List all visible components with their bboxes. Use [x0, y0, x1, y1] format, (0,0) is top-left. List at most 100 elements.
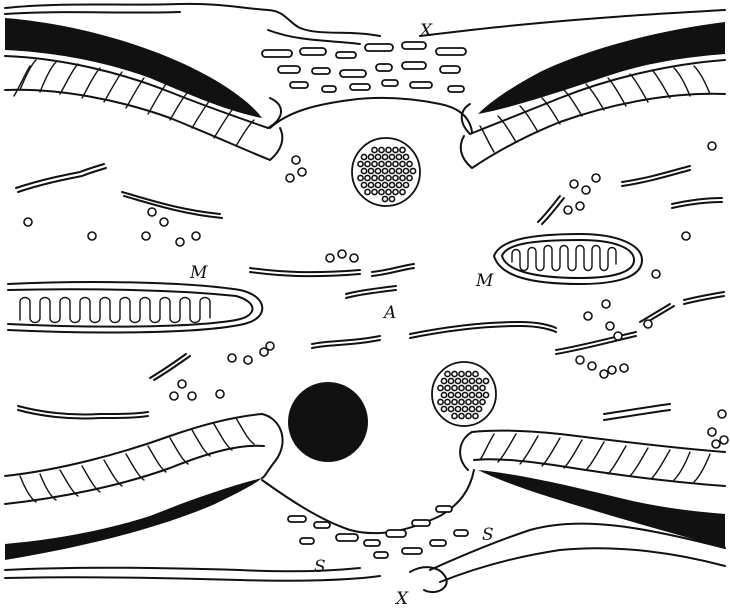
granule-dot	[372, 161, 377, 166]
small-vesicle	[614, 332, 622, 340]
granule-dot	[483, 378, 488, 383]
small-vesicle	[600, 370, 608, 378]
granule-dot	[410, 168, 415, 173]
granule-dot	[396, 168, 401, 173]
granule-dot	[407, 161, 412, 166]
label-s-right: S	[482, 525, 494, 545]
granule-dot	[452, 413, 457, 418]
small-vesicle	[148, 208, 156, 216]
granule-dot	[438, 399, 443, 404]
granule-dot	[445, 385, 450, 390]
mitochondrion-left: M	[8, 263, 262, 332]
granule-dot	[448, 392, 453, 397]
granule-dot	[403, 154, 408, 159]
top-right-fibril-bundle	[461, 22, 725, 168]
granule-dot	[455, 406, 460, 411]
small-vesicle	[582, 186, 590, 194]
granule-dot	[469, 392, 474, 397]
small-vesicle	[570, 180, 578, 188]
small-vesicle	[708, 142, 716, 150]
granule-dot	[365, 189, 370, 194]
granule-dot	[462, 378, 467, 383]
small-vesicle	[606, 322, 614, 330]
granule-dot	[382, 154, 387, 159]
granule-dot	[358, 175, 363, 180]
granule-dot	[386, 175, 391, 180]
small-vesicle	[228, 354, 236, 362]
small-vesicle	[244, 356, 252, 364]
granule-dot	[375, 182, 380, 187]
granule-dot	[466, 399, 471, 404]
small-vesicle	[644, 320, 652, 328]
granule-dot	[473, 399, 478, 404]
granule-dot	[469, 378, 474, 383]
granule-dot	[441, 392, 446, 397]
granule-dot	[480, 385, 485, 390]
label-m-right: M	[475, 271, 494, 291]
small-vesicle	[160, 218, 168, 226]
small-vesicle	[602, 300, 610, 308]
small-vesicle	[720, 436, 728, 444]
small-vesicle	[576, 356, 584, 364]
granule-dot	[393, 189, 398, 194]
granule-dot	[438, 385, 443, 390]
small-vesicle	[350, 254, 358, 262]
granule-dot	[400, 189, 405, 194]
label-x-top: X	[418, 21, 433, 41]
dense-lipid-droplet	[288, 382, 368, 462]
granule-dot	[389, 182, 394, 187]
small-vesicle	[178, 380, 186, 388]
granule-dot	[361, 168, 366, 173]
mitochondrion-right: M	[475, 234, 642, 291]
granule-dot	[386, 161, 391, 166]
granule-dot	[441, 406, 446, 411]
granule-dot	[441, 378, 446, 383]
granule-dot	[372, 147, 377, 152]
small-vesicle	[216, 390, 224, 398]
bottom-right-fibril-bundle	[460, 431, 725, 548]
granule-dot	[455, 392, 460, 397]
granule-dot	[400, 161, 405, 166]
small-vesicle	[652, 270, 660, 278]
small-vesicle	[292, 156, 300, 164]
granule-dot	[400, 175, 405, 180]
granule-dot	[466, 385, 471, 390]
granule-dot	[368, 154, 373, 159]
dotted-granule-bottom	[432, 362, 496, 426]
granule-dot	[372, 189, 377, 194]
granule-dot	[379, 161, 384, 166]
granule-dot	[445, 371, 450, 376]
granule-dot	[372, 175, 377, 180]
granule-dot	[483, 392, 488, 397]
granule-dot	[386, 147, 391, 152]
granule-dot	[480, 399, 485, 404]
granule-dot	[365, 175, 370, 180]
top-junction-region: X	[262, 21, 472, 132]
granule-dot	[473, 371, 478, 376]
granule-dot	[466, 413, 471, 418]
small-vesicle	[188, 392, 196, 400]
granule-dot	[379, 175, 384, 180]
granule-dot	[403, 168, 408, 173]
granule-dot	[448, 406, 453, 411]
granule-dot	[358, 161, 363, 166]
small-vesicle	[588, 362, 596, 370]
granule-dot	[473, 385, 478, 390]
small-vesicle	[170, 392, 178, 400]
granule-dot	[452, 371, 457, 376]
granule-dot	[382, 182, 387, 187]
granule-dot	[455, 378, 460, 383]
granule-dot	[386, 189, 391, 194]
granule-dot	[389, 168, 394, 173]
small-vesicle	[338, 250, 346, 258]
granule-dot	[403, 182, 408, 187]
small-vesicle	[326, 254, 334, 262]
granule-dot	[473, 413, 478, 418]
small-vesicle	[266, 342, 274, 350]
bottom-left-fibril-bundle	[5, 414, 283, 560]
granule-dot	[476, 378, 481, 383]
granule-dot	[400, 147, 405, 152]
dotted-granule-top	[352, 138, 420, 206]
